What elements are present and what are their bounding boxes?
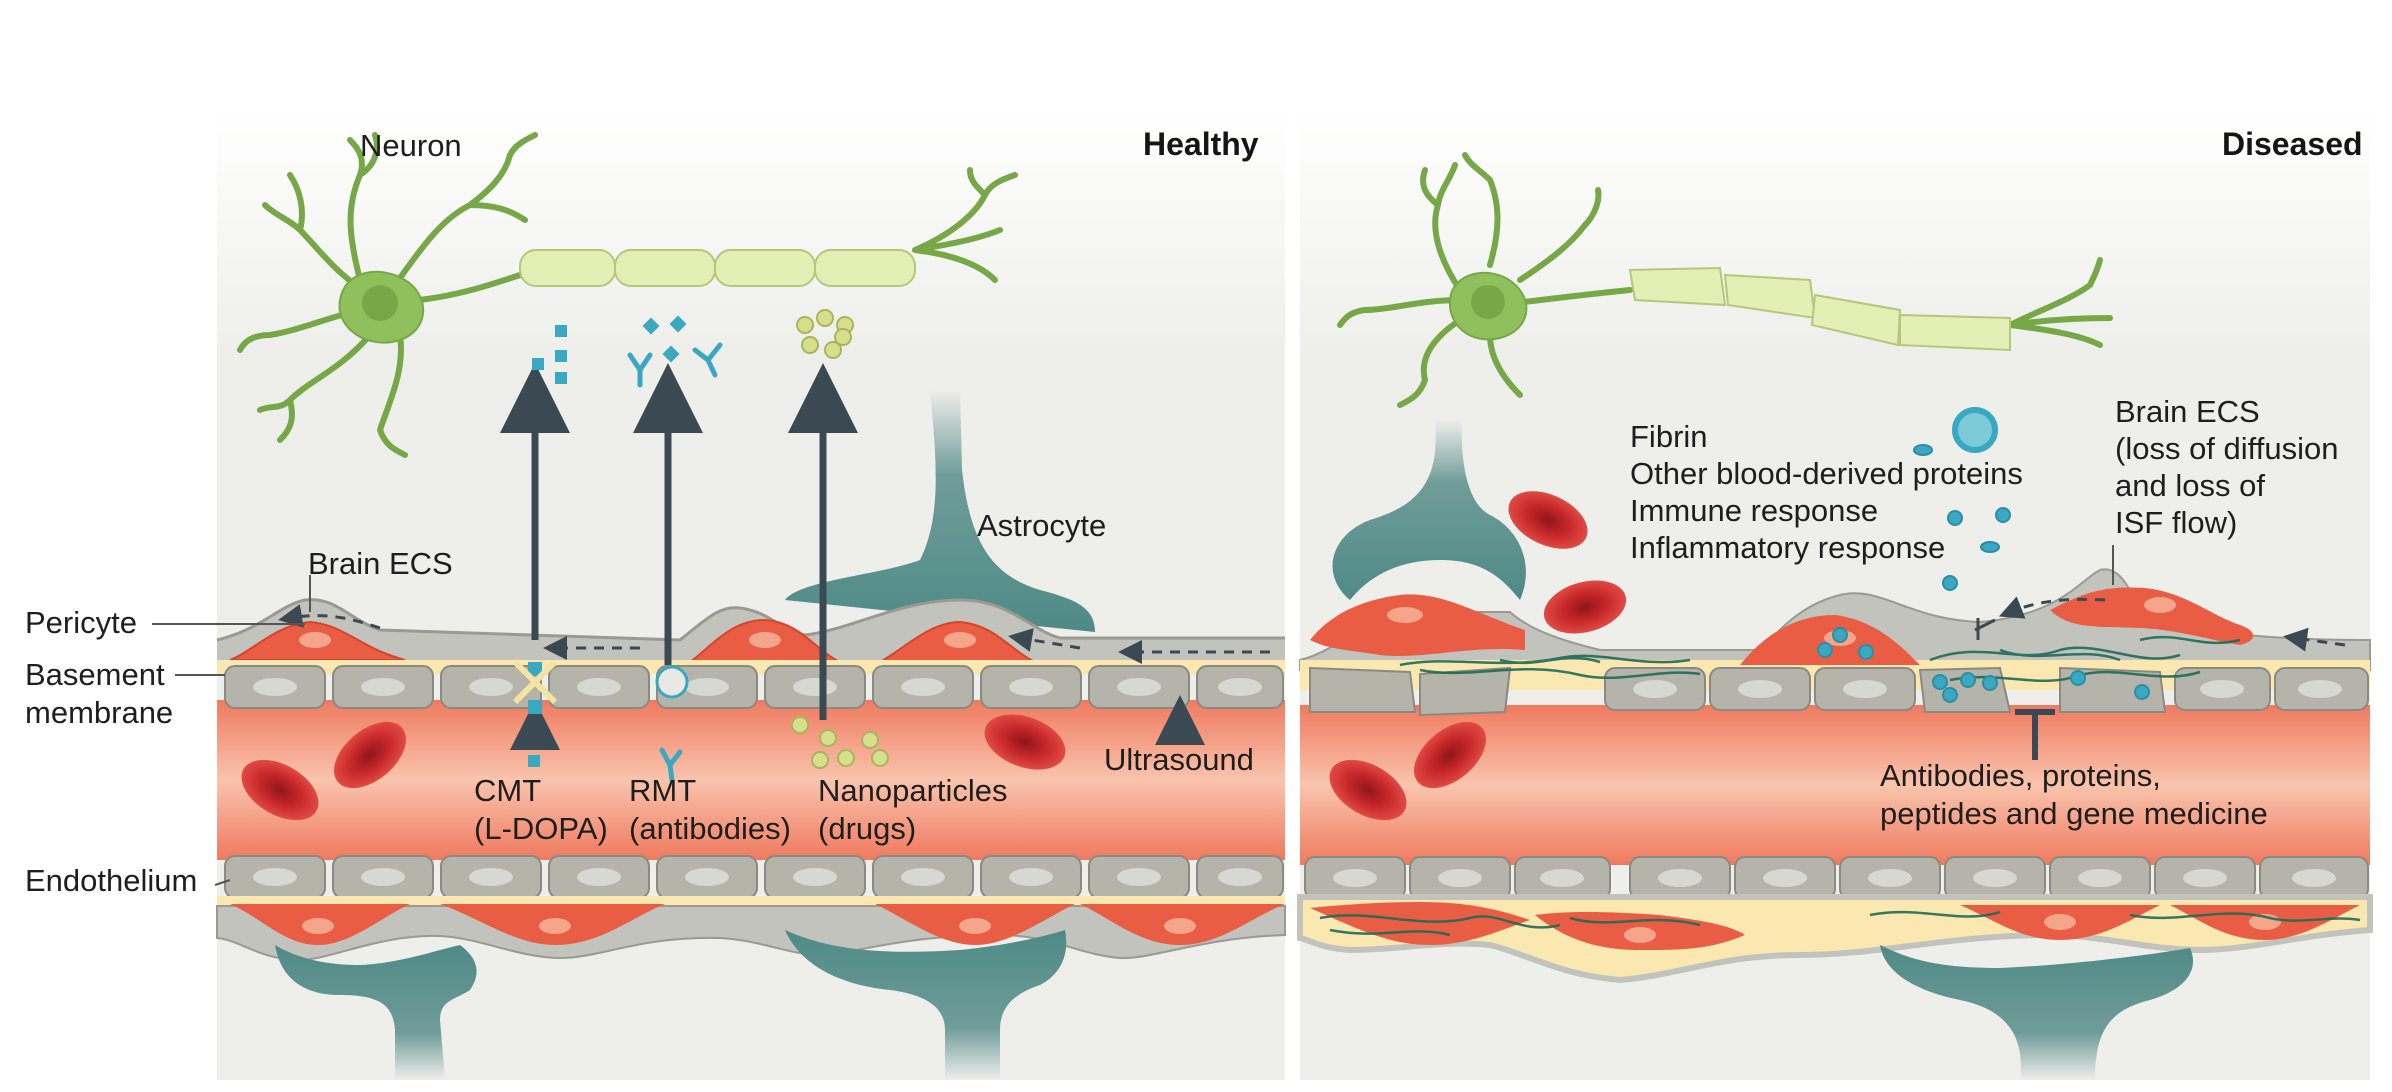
diseased-pericyte-3 bbox=[2050, 587, 2254, 645]
neuron-diseased bbox=[1337, 152, 2113, 408]
rmt-antibodies bbox=[627, 342, 723, 783]
blood-factors-label: Fibrin Other blood-derived proteins Immu… bbox=[1630, 419, 2023, 565]
astrocyte-lower-1 bbox=[275, 945, 477, 1080]
diseased-panel bbox=[1297, 110, 2373, 1080]
astrocyte-lower-2 bbox=[785, 930, 1067, 1080]
healthy-panel-title: Healthy bbox=[1143, 126, 1259, 162]
rmt-label: RMT (antibodies) bbox=[629, 773, 791, 846]
axon-myelin-diseased bbox=[1628, 266, 2011, 352]
transport-arrows bbox=[500, 363, 1205, 750]
astrocyte-upper bbox=[785, 390, 1095, 632]
cmt-molecules bbox=[528, 325, 567, 767]
cmt-label: CMT (L-DOPA) bbox=[474, 773, 608, 846]
healthy-panel bbox=[152, 110, 1286, 1080]
blocked-symbols bbox=[1974, 618, 2055, 760]
basement-membrane-label: Basement membrane bbox=[25, 657, 174, 730]
diseased-endothelium-bottom bbox=[1304, 856, 2369, 900]
cmt-transporter bbox=[512, 659, 558, 705]
endothelium-top-row bbox=[224, 665, 1284, 709]
brain-ecs-label: Brain ECS bbox=[308, 546, 453, 581]
red-blood-cell bbox=[241, 759, 319, 821]
endothelium-label: Endothelium bbox=[25, 863, 198, 898]
pericyte-label: Pericyte bbox=[25, 605, 137, 640]
red-blood-cell bbox=[1508, 491, 1588, 549]
diseased-endothelium-top bbox=[1309, 666, 2369, 717]
leader-lines bbox=[152, 575, 311, 886]
diseased-pericyte-1 bbox=[1310, 594, 1525, 657]
astrocyte-diseased-lower bbox=[1880, 945, 2194, 1080]
nanoparticles bbox=[791, 309, 889, 769]
diseased-panel-title: Diseased bbox=[2222, 126, 2363, 162]
red-blood-cell bbox=[334, 721, 406, 789]
rmt-receptor bbox=[655, 665, 689, 699]
ultrasound-label: Ultrasound bbox=[1104, 742, 1254, 777]
isf-flow-arrows bbox=[278, 604, 1270, 664]
astrocyte-diseased-upper bbox=[1332, 420, 1526, 600]
red-blood-cell bbox=[1543, 580, 1627, 634]
diseased-pericyte-bottom-1 bbox=[1310, 902, 1530, 945]
astrocyte-label: Astrocyte bbox=[977, 508, 1107, 543]
neuron-label: Neuron bbox=[360, 128, 462, 163]
blocked-therapeutics-label: Antibodies, proteins, peptides and gene … bbox=[1880, 758, 2268, 831]
red-blood-cell bbox=[984, 714, 1066, 770]
red-blood-cell bbox=[1329, 759, 1407, 821]
rmt-molecules bbox=[642, 315, 687, 363]
endothelium-bottom-row bbox=[224, 855, 1284, 899]
ecs-flow-arrows bbox=[1998, 596, 2346, 652]
axon-myelin-healthy bbox=[519, 249, 916, 287]
red-blood-cell bbox=[1414, 721, 1486, 789]
diseased-brain-ecs-label: Brain ECS (loss of diffusion and loss of… bbox=[2115, 394, 2339, 540]
blood-derived-particles bbox=[1817, 407, 2150, 703]
nanoparticles-label: Nanoparticles (drugs) bbox=[818, 773, 1008, 846]
